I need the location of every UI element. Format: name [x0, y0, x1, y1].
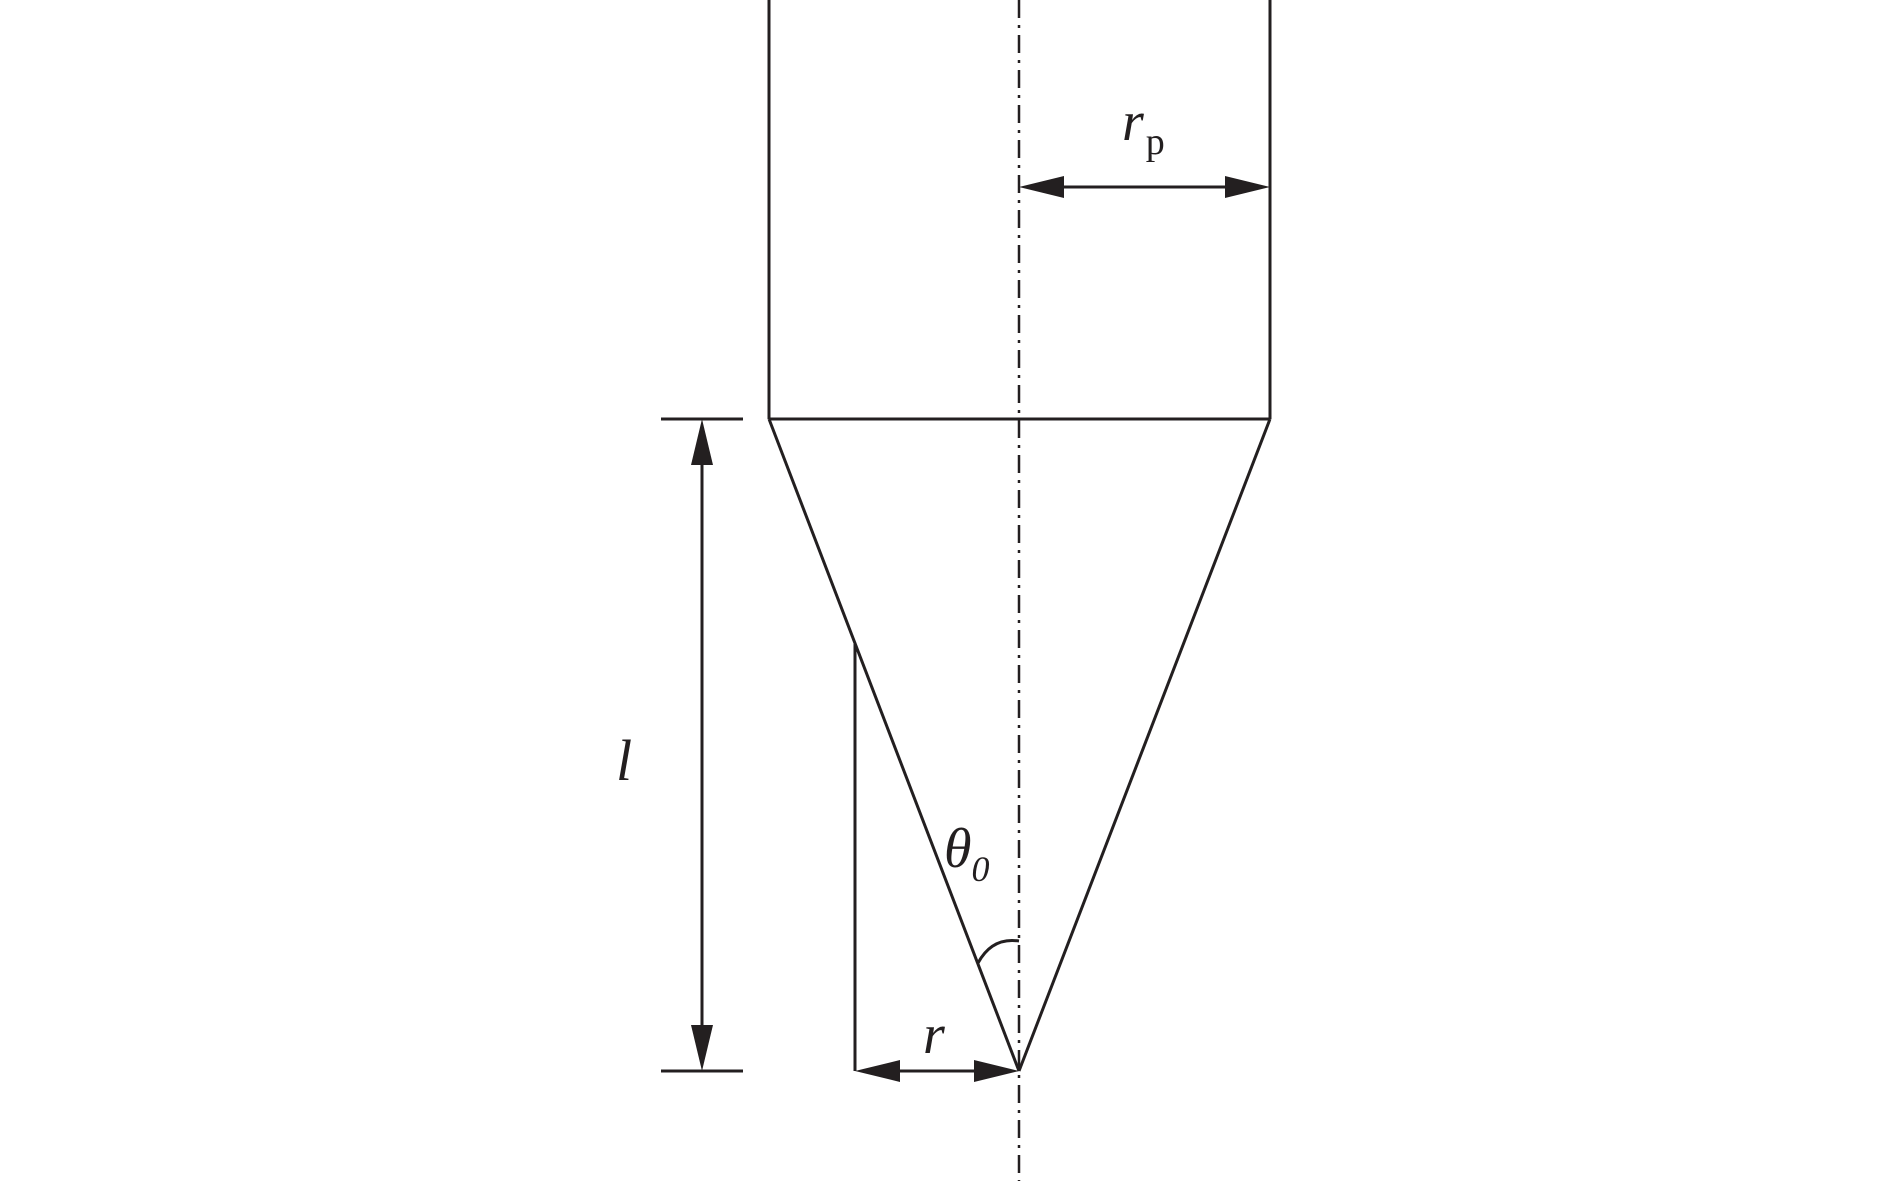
cone-length-dimension	[661, 417, 743, 1073]
angle-arc	[976, 938, 1020, 964]
cone-left-edge	[767, 418, 1021, 1072]
cone-right-edge	[1017, 418, 1272, 1072]
radius-arrowhead-left	[855, 1060, 900, 1082]
pile-radius-arrowhead-left	[1019, 176, 1064, 198]
cone-length-label: l	[616, 728, 632, 793]
radius-arrowhead-right	[974, 1060, 1019, 1082]
length-arrowhead-bottom	[691, 1025, 713, 1071]
length-arrowhead-top	[691, 419, 713, 465]
pile-radius-dimension	[1019, 176, 1270, 198]
radius-label: r	[923, 1004, 945, 1066]
pile-radius-label: rp	[1122, 91, 1165, 163]
pile-radius-arrowhead-right	[1225, 176, 1270, 198]
radius-dimension	[855, 1060, 1019, 1082]
cone-angle-label: θ0	[944, 818, 990, 889]
